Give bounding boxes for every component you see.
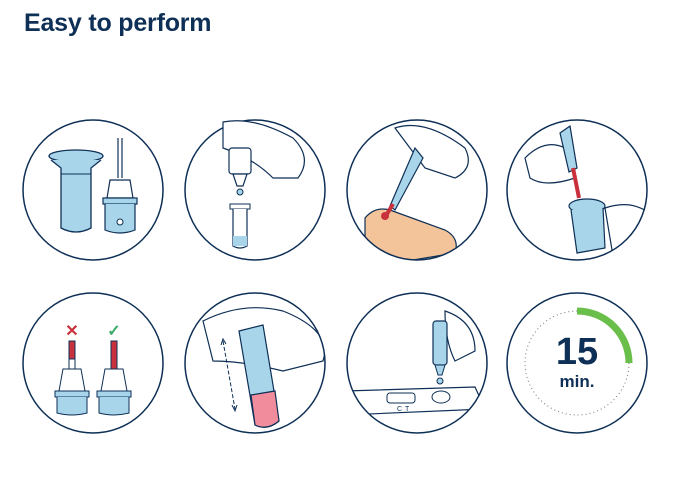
cassette-label-t: T <box>405 406 410 413</box>
shake-tube-icon <box>184 292 326 434</box>
wrong-mark-icon: ✕ <box>65 323 78 340</box>
page-title: Easy to perform <box>24 9 212 37</box>
step-5-fill-check: ✕ ✓ <box>21 291 165 435</box>
right-mark-icon: ✓ <box>107 323 120 340</box>
dropper-into-tube-icon <box>184 119 326 261</box>
tube-and-capillary-icon <box>22 119 164 261</box>
finger-prick-blood-icon <box>346 119 488 261</box>
drop-on-cassette-icon: C T <box>346 292 488 434</box>
step-2-dropper-into-tube <box>183 118 327 262</box>
timer-unit: min. <box>559 372 595 391</box>
cassette-label-c: C <box>397 406 402 413</box>
capillary-underfilled <box>54 340 90 416</box>
step-4-insert-capillary <box>505 118 649 262</box>
step-3-finger-prick <box>345 118 489 262</box>
capillary-filled <box>96 340 132 416</box>
step-8-timer: 15 min. <box>505 291 649 435</box>
timer-value: 15 <box>555 331 599 373</box>
insert-capillary-icon <box>506 119 648 261</box>
step-6-shake-tube <box>183 291 327 435</box>
fill-check-icon: ✕ ✓ <box>22 292 164 434</box>
timer-progress-arc <box>576 307 633 364</box>
step-7-drop-on-cassette: C T <box>345 291 489 435</box>
timer-icon <box>506 292 648 434</box>
step-1-tube-and-capillary <box>21 118 165 262</box>
